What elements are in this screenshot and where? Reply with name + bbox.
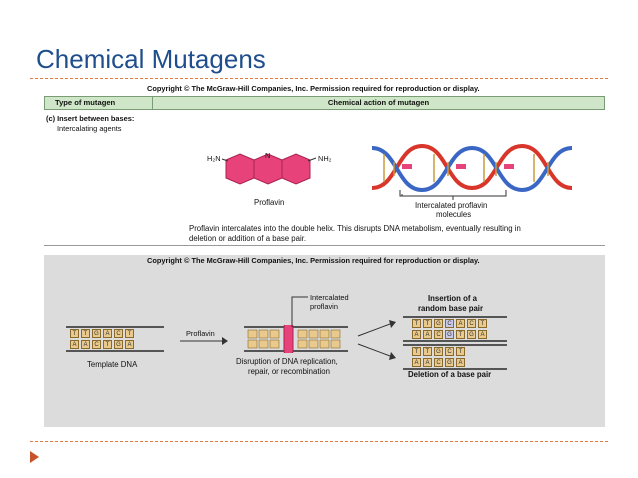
base-cell: A [423,358,432,367]
insertion-top-bases: T T G C A C T [412,319,487,328]
branch-arrows-icon [357,320,396,360]
base-cell: G [434,319,443,328]
row-sublabel: Intercalating agents [57,124,122,133]
base-cell: C [434,330,443,339]
base-cell: T [81,329,90,338]
base-cell: A [70,340,79,349]
template-dna-label: Template DNA [87,360,138,369]
insertion-line-1: Insertion of a [428,294,477,303]
base-cell: G [114,340,123,349]
template-bottom-bases: A A C T G A [70,340,134,349]
base-cell: A [103,329,112,338]
title-divider [30,78,608,79]
insertion-dna [403,315,507,343]
base-cell: C [434,358,443,367]
helix-caption-2: molecules [436,210,472,219]
base-cell: T [423,347,432,356]
base-cell: T [70,329,79,338]
base-cell: T [412,319,421,328]
deletion-top-bases: T T G C T [412,347,465,356]
base-cell: T [125,329,134,338]
leader-line [291,296,308,327]
base-cell: A [423,330,432,339]
base-cell: G [92,329,101,338]
base-cell: A [456,319,465,328]
disruption-line-1: Disruption of DNA replication, [236,357,338,366]
template-dna [66,325,164,353]
deletion-dna [403,343,507,371]
intercalating-panel [44,110,605,246]
mol-label-h2n: H₂N [207,154,221,163]
mol-label-nh2: NH₂ [318,154,332,163]
base-cell: A [456,358,465,367]
copyright-bottom: Copyright © The McGraw-Hill Companies, I… [147,256,480,265]
base-cell: A [478,330,487,339]
slide-title: Chemical Mutagens [36,44,266,74]
base-cell: A [125,340,134,349]
base-cell: A [412,330,421,339]
base-cell: G [467,330,476,339]
slide-bullet-arrow-icon [30,451,39,463]
template-top-bases: T T G A C T [70,329,134,338]
header-chemical-action: Chemical action of mutagen [327,98,430,107]
description-line-1: Proflavin intercalates into the double h… [189,224,521,233]
insertion-line-2: random base pair [418,304,483,313]
base-cell: T [456,330,465,339]
base-cell: C [467,319,476,328]
deletion-dna-icon [403,344,507,370]
intercalated-label-1: Intercalated [310,293,349,302]
bottom-divider [30,441,608,442]
base-cell: T [423,319,432,328]
base-cell: A [81,340,90,349]
intercalated-dna [244,322,348,356]
base-cell-inserted: C [445,319,454,328]
base-cell: T [478,319,487,328]
deletion-label: Deletion of a base pair [408,370,492,379]
base-cell: C [445,347,454,356]
table-header: Type of mutagen Chemical action of mutag… [44,96,605,110]
intercalated-label-2: proflavin [310,302,338,311]
helix-bracket [399,190,507,200]
insertion-bottom-bases: A A C G T G A [412,330,487,339]
arrow-right-icon [180,337,228,345]
copyright-top: Copyright © The McGraw-Hill Companies, I… [147,84,480,93]
base-cell: T [456,347,465,356]
base-cell: G [434,347,443,356]
proflavin-molecule-icon [221,153,317,185]
base-cell: C [92,340,101,349]
base-cell: T [412,347,421,356]
mol-label-n: N [265,151,271,160]
base-cell: A [412,358,421,367]
helix-caption-1: Intercalated proflavin [415,201,488,210]
base-cell: T [103,340,112,349]
base-cell: G [445,358,454,367]
row-label: (c) Insert between bases: [46,114,135,123]
arrow-proflavin-label: Proflavin [186,329,215,338]
insertion-dna-icon [403,316,507,342]
base-cell: C [114,329,123,338]
template-dna-icon [66,326,164,352]
intercalated-dna-icon [244,322,348,356]
header-type-of-mutagen: Type of mutagen [45,97,153,109]
proflavin-caption: Proflavin [254,198,285,207]
base-cell-inserted: G [445,330,454,339]
disruption-line-2: repair, or recombination [248,367,330,376]
deletion-bottom-bases: A A C G A [412,358,465,367]
description-line-2: deletion or addition of a base pair. [189,234,307,243]
dna-helix-icon [372,143,572,196]
